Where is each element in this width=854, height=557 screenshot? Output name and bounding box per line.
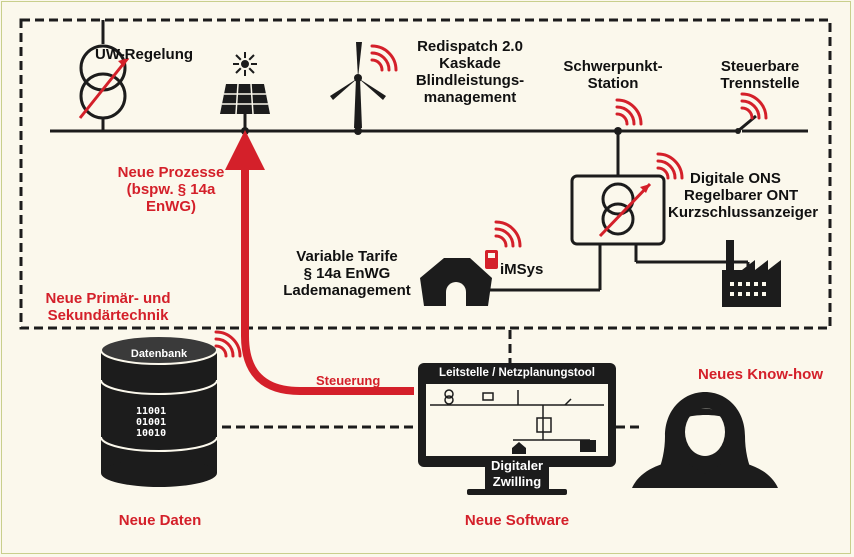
neue-primaer-label: Neue Primär- und Sekundärtechnik	[45, 290, 171, 324]
wind-turbine-icon	[330, 42, 386, 135]
monitor-icon	[418, 363, 616, 495]
smart-meter-icon	[485, 250, 498, 269]
digitale-ons-label: Digitale ONS Regelbarer ONT Kurzschlussa…	[668, 170, 819, 221]
leitstelle-label: Leitstelle / Netzplanungstool	[439, 367, 595, 379]
neue-software-label: Neue Software	[464, 512, 570, 529]
wireless-signal-icon	[214, 330, 242, 358]
wireless-signal-icon	[370, 44, 398, 72]
neues-knowhow-label: Neues Know-how	[698, 366, 824, 383]
neue-daten-label: Neue Daten	[118, 512, 202, 529]
grid-boundary	[19, 18, 832, 330]
database-icon	[100, 335, 218, 487]
wireless-signal-icon	[494, 220, 522, 248]
factory-icon	[722, 240, 781, 307]
wireless-signal-icon	[656, 152, 684, 180]
uw-regelung-label: UW-Regelung	[95, 46, 194, 63]
steuerbare-trennstelle-label: Steuerbare Trennstelle	[720, 58, 800, 92]
datenbank-label: Datenbank	[130, 348, 188, 360]
house-icon	[420, 258, 492, 306]
solar-panel-icon	[220, 52, 270, 135]
neue-prozesse-label: Neue Prozesse (bspw. § 14a EnWG)	[117, 164, 225, 215]
binary-data-text: 11001 01001 10010	[136, 406, 167, 439]
wireless-signal-icon	[740, 92, 768, 120]
schwerpunkt-station-label: Schwerpunkt- Station	[563, 58, 663, 92]
uw-transformer-icon	[78, 20, 130, 131]
dashed-connectors	[222, 330, 640, 429]
steuerung-label: Steuerung	[316, 373, 381, 388]
imsys-label: iMSys	[500, 261, 544, 278]
woman-avatar-icon	[632, 392, 778, 488]
variable-tarife-label: Variable Tarife § 14a EnWG Lademanagemen…	[283, 248, 411, 299]
steuerung-arrow	[225, 130, 414, 395]
wireless-signal-icon	[615, 98, 643, 126]
digitaler-zwilling-label: Digitaler Zwilling	[490, 458, 543, 489]
redispatch-label: Redispatch 2.0 Kaskade Blindleistungs- m…	[415, 38, 525, 106]
